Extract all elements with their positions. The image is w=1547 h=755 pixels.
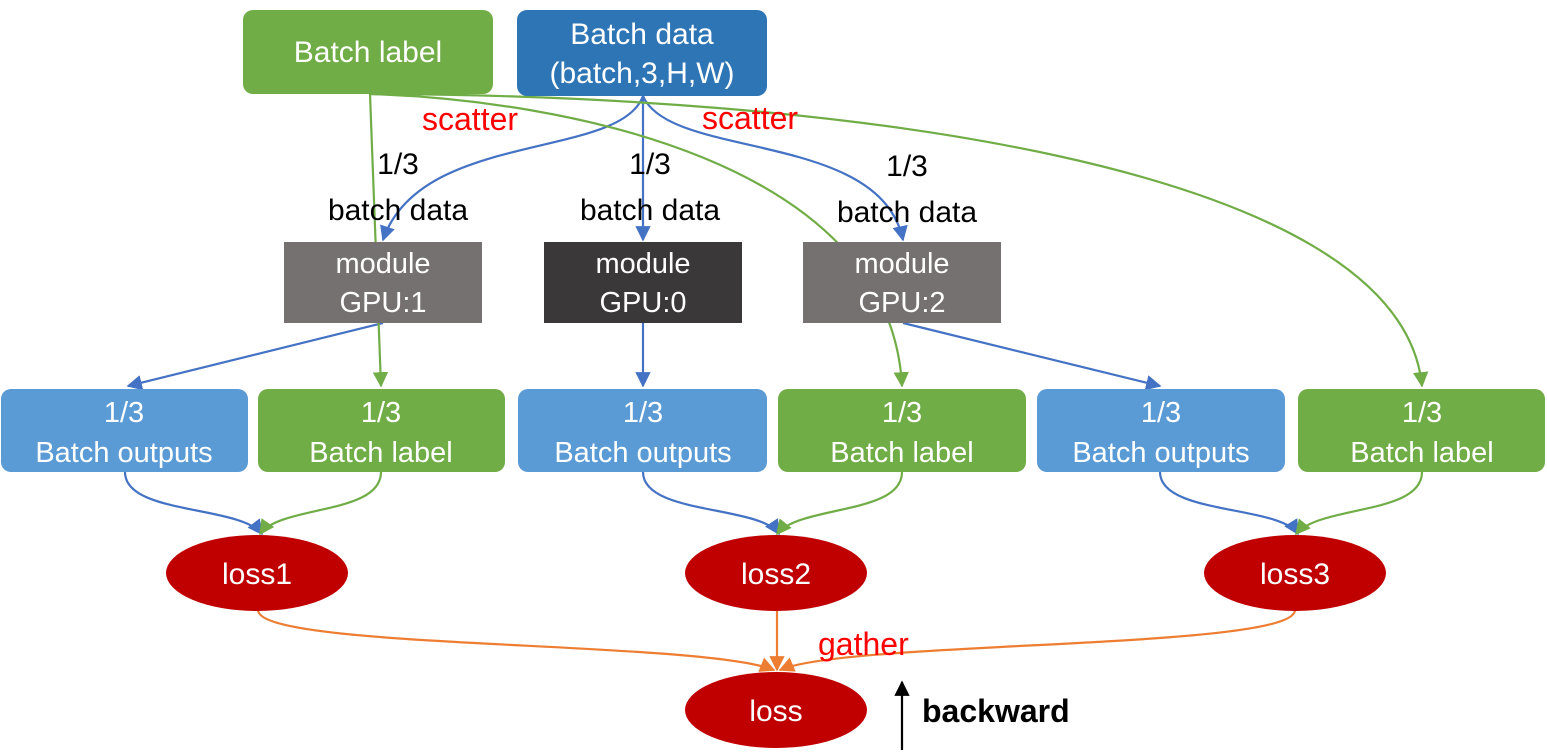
- chunk-fraction: 1/3: [104, 397, 144, 429]
- split-fraction: 1/3: [886, 150, 928, 183]
- lab2-to-loss2: [776, 471, 904, 536]
- loss3-node: loss3: [1204, 535, 1386, 611]
- chunk-caption: Batch outputs: [35, 437, 212, 469]
- scatter-label-left: scatter: [422, 101, 518, 137]
- module-device: GPU:1: [339, 287, 426, 319]
- chunk-outputs-gpu1: 1/3 Batch outputs: [1, 389, 248, 472]
- split-label-gpu2: 1/3 batch data: [837, 150, 977, 229]
- split-label-gpu0: 1/3 batch data: [580, 148, 720, 227]
- chunk-label-gpu2: 1/3 Batch label: [1298, 389, 1545, 472]
- chunk-label-gpu1: 1/3 Batch label: [258, 389, 505, 472]
- gpu2-to-outputs-arrow: [902, 321, 1162, 391]
- module-gpu1: module GPU:1: [284, 242, 482, 323]
- loss2-node: loss2: [685, 535, 867, 611]
- chunk-fraction: 1/3: [1141, 397, 1181, 429]
- chunk-caption: Batch label: [1350, 437, 1494, 469]
- module-gpu0: module GPU:0: [544, 242, 742, 323]
- gather-label: gather: [818, 626, 909, 662]
- chunk-outputs-gpu2: 1/3 Batch outputs: [1037, 389, 1285, 472]
- split-caption: batch data: [328, 194, 468, 227]
- final-loss-label: loss: [749, 695, 802, 728]
- module-title: module: [335, 248, 430, 280]
- scatter-label-right: scatter: [702, 100, 798, 136]
- split-caption: batch data: [837, 196, 977, 229]
- chunk-caption: Batch label: [830, 437, 974, 469]
- scatter-arrow-gpu1: [380, 95, 645, 242]
- loss1-node: loss1: [166, 535, 348, 611]
- loss1-label: loss1: [222, 558, 292, 591]
- split-label-gpu1: 1/3 batch data: [328, 148, 468, 227]
- backward-label: backward: [922, 693, 1070, 729]
- out3-to-loss3: [1158, 471, 1299, 536]
- lab3-to-loss3: [1295, 471, 1424, 536]
- chunk-fraction: 1/3: [623, 397, 663, 429]
- chunk-fraction: 1/3: [361, 397, 401, 429]
- module-title: module: [854, 248, 949, 280]
- loss2-label: loss2: [741, 558, 811, 591]
- chunk-fraction: 1/3: [1402, 397, 1442, 429]
- gpu1-to-outputs-arrow: [126, 321, 384, 391]
- chunk-fraction: 1/3: [882, 397, 922, 429]
- split-fraction: 1/3: [629, 148, 671, 181]
- split-fraction: 1/3: [377, 148, 419, 181]
- label-arrow-1: [368, 93, 389, 388]
- split-caption: batch data: [580, 194, 720, 227]
- module-device: GPU:0: [599, 287, 686, 319]
- chunk-caption: Batch label: [309, 437, 453, 469]
- connectors: [123, 92, 1429, 750]
- scatter-arrow-gpu2: [641, 95, 908, 242]
- batch-data-title: Batch data: [570, 18, 714, 51]
- module-title: module: [595, 248, 690, 280]
- gather-arrow-1: [256, 609, 776, 672]
- batch-label-text: Batch label: [294, 36, 442, 69]
- label-arrow-2: [369, 92, 909, 388]
- label-arrow-3: [369, 92, 1429, 388]
- chunk-caption: Batch outputs: [554, 437, 731, 469]
- module-gpu2: module GPU:2: [803, 242, 1001, 323]
- out2-to-loss2: [641, 471, 780, 536]
- final-loss-node: loss: [685, 672, 867, 748]
- chunk-outputs-gpu0: 1/3 Batch outputs: [518, 389, 767, 472]
- batch-label-box: Batch label: [243, 10, 493, 94]
- loss3-label: loss3: [1260, 558, 1330, 591]
- lab1-to-loss1: [259, 471, 383, 536]
- module-device: GPU:2: [858, 287, 945, 319]
- out1-to-loss1: [123, 471, 263, 536]
- gather-arrow-3: [778, 609, 1297, 672]
- batch-data-box: Batch data (batch,3,H,W): [517, 10, 767, 96]
- chunk-label-gpu0: 1/3 Batch label: [778, 389, 1026, 472]
- batch-data-shape: (batch,3,H,W): [549, 57, 734, 90]
- chunk-caption: Batch outputs: [1072, 437, 1249, 469]
